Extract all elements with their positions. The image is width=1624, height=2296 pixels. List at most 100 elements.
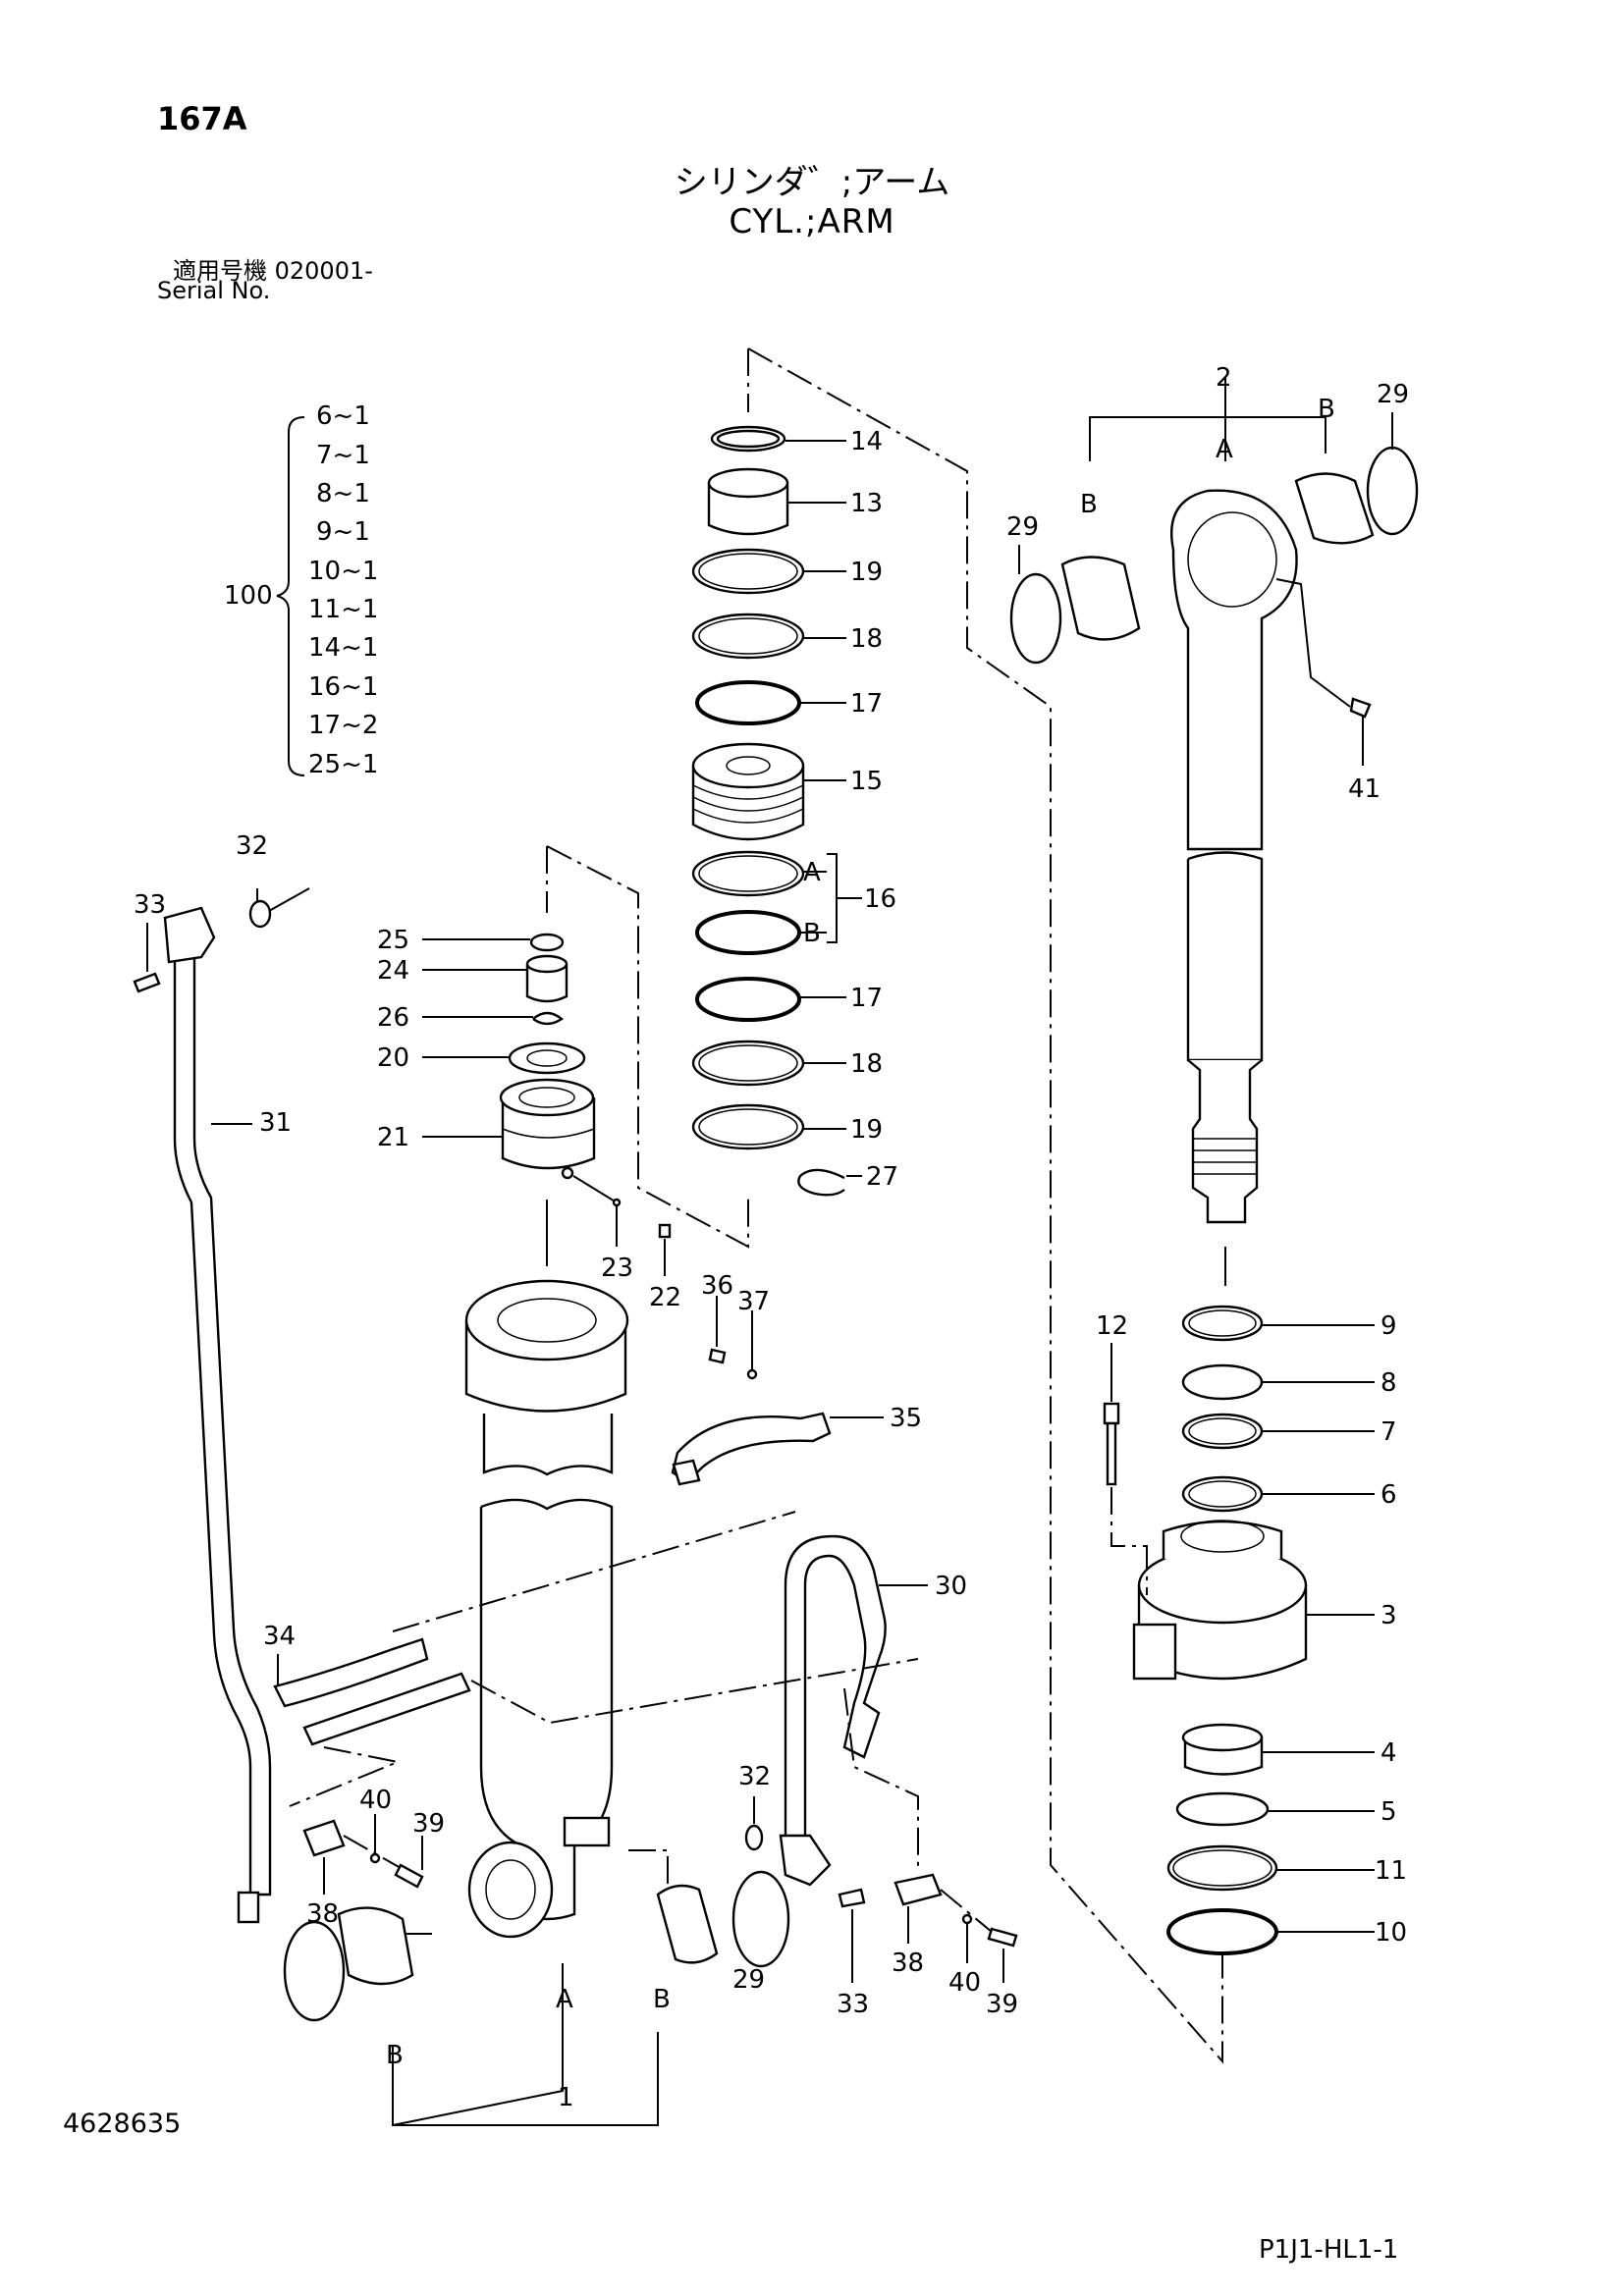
ring-part-6 — [1181, 1475, 1264, 1513]
piping-parts: 32 33 31 30 32 33 — [133, 831, 967, 2019]
ring-part-8 — [1181, 1363, 1264, 1401]
pipe-part-30-elbow — [779, 1834, 832, 1887]
callout-26: 26 — [377, 1003, 409, 1033]
ring-part-18-lower — [691, 1040, 805, 1087]
cylinder-tube-part-1: 1 A B B 29 — [283, 1200, 790, 2126]
rod-guide-part-3-flange — [1137, 1546, 1308, 1625]
callout-17: 17 — [850, 984, 883, 1013]
bolt-part-33-upper — [133, 972, 161, 993]
callout-sub-b: B — [1080, 490, 1098, 519]
bushing-part-b-upper-left — [1060, 556, 1141, 641]
leader-line — [1089, 416, 1326, 461]
callout-5: 5 — [1380, 1797, 1397, 1827]
oring-part-32-upper — [248, 899, 272, 929]
pipe-part-30 — [784, 1534, 887, 1836]
callout-sub-b: B — [653, 1985, 671, 2014]
plug-part-22 — [658, 1223, 672, 1239]
kit-item: 8~1 — [316, 479, 370, 508]
ring-part-9-inner — [1188, 1309, 1257, 1337]
serial-number-label: Serial No. — [157, 277, 271, 304]
callout-sub-b: B — [386, 2041, 404, 2070]
callout-20: 20 — [377, 1043, 409, 1073]
nut-part-21-hole — [561, 1166, 574, 1180]
ring-part-7 — [1181, 1413, 1264, 1450]
bolt-part-36 — [708, 1348, 727, 1364]
clamp-parts: 36 37 35 34 38 40 39 38 40 39 — [263, 1271, 1018, 2019]
ring-part-19-upper-inner — [698, 553, 798, 590]
leader-line — [799, 853, 862, 943]
ring-part-6-inner — [1188, 1480, 1257, 1508]
washer-part-40-right — [961, 1913, 973, 1925]
seal-part-29-upper-left — [1009, 572, 1062, 665]
bushing-part-b-upper-right — [1294, 472, 1375, 545]
callout-sub-a: A — [803, 858, 821, 887]
cylinder-head-bore — [497, 1298, 597, 1343]
callout-4: 4 — [1380, 1738, 1397, 1768]
callout-35: 35 — [890, 1404, 922, 1433]
callout-16: 16 — [864, 884, 896, 914]
callout-3: 3 — [1380, 1601, 1397, 1630]
oring-part-17-upper — [695, 680, 801, 725]
callout-8: 8 — [1380, 1368, 1397, 1398]
cushion-parts: 25 24 26 20 21 23 22 — [377, 845, 749, 1312]
pipe-part-31-flange — [163, 906, 216, 964]
ring-part-16a-inner — [698, 855, 798, 892]
ring-part-18-upper-inner — [698, 617, 798, 655]
kit-item: 10~1 — [308, 557, 378, 586]
callout-33: 33 — [134, 890, 166, 920]
nut-part-21-top — [499, 1078, 595, 1117]
ring-part-18-lower-inner — [698, 1044, 798, 1082]
callout-30: 30 — [935, 1572, 967, 1601]
oring-part-17-lower — [695, 977, 801, 1022]
nut-part-21-bore — [518, 1087, 575, 1108]
rod-guide-part-3-bore — [1180, 1520, 1265, 1553]
callout-sub-a: A — [1216, 435, 1233, 464]
rod-threads — [1193, 1138, 1257, 1175]
bushing-part-4-top — [1181, 1723, 1264, 1752]
ring-part-9 — [1181, 1305, 1264, 1342]
plate-part-20-bore — [526, 1049, 568, 1067]
callout-40: 40 — [948, 1968, 981, 1998]
rod-guide-parts: 9 8 7 6 3 4 5 11 10 12 — [1096, 1305, 1407, 1955]
assembly-line — [546, 845, 749, 1249]
collar-part-24 — [525, 964, 568, 1003]
callout-41: 41 — [1348, 774, 1380, 804]
retaining-ring-part-27 — [797, 1168, 845, 1197]
callout-10: 10 — [1375, 1918, 1407, 1948]
assembly-line — [343, 1835, 402, 1869]
snap-ring-part-5 — [1175, 1791, 1270, 1827]
nut-part-21-detail — [502, 1128, 595, 1139]
seal-part-29-lower-left — [283, 1920, 346, 2022]
bushing-part-13-top — [707, 467, 789, 499]
clamp-part-38-left — [302, 1819, 346, 1857]
seal-part-29-lower — [731, 1870, 790, 1968]
bolt-part-39-left — [394, 1863, 424, 1889]
callout-2: 2 — [1216, 363, 1232, 393]
bolt-part-39-right — [987, 1927, 1018, 1948]
ball-part-23 — [612, 1198, 622, 1207]
oring-part-10 — [1166, 1908, 1278, 1955]
callout-31: 31 — [259, 1108, 292, 1138]
kit-brace — [276, 416, 305, 776]
seal-part-29-upper-right — [1366, 446, 1419, 536]
callout-1: 1 — [558, 2083, 574, 2112]
screw-part-41 — [1349, 697, 1372, 719]
callout-37: 37 — [737, 1287, 770, 1316]
rod-guide-part-3-port — [1132, 1623, 1177, 1681]
cylinder-head-neck — [482, 1414, 614, 1476]
washer-part-40-left — [369, 1852, 381, 1864]
cylinder-eye-bore — [485, 1859, 536, 1920]
callout-sub-b: B — [803, 919, 821, 948]
leader-line — [1275, 578, 1351, 708]
clamp-part-34 — [273, 1637, 429, 1708]
rod-guide-part-3-boss — [1162, 1520, 1283, 1559]
callout-24: 24 — [377, 956, 409, 986]
ring-part-19-lower-inner — [698, 1108, 798, 1146]
bolt-part-12-shank — [1106, 1421, 1117, 1486]
callout-29: 29 — [1377, 380, 1409, 409]
washer-part-37 — [746, 1368, 758, 1380]
rod-thread-end — [1187, 1059, 1263, 1224]
callout-13: 13 — [850, 489, 883, 518]
pipe-part-31-fitting — [237, 1891, 260, 1924]
